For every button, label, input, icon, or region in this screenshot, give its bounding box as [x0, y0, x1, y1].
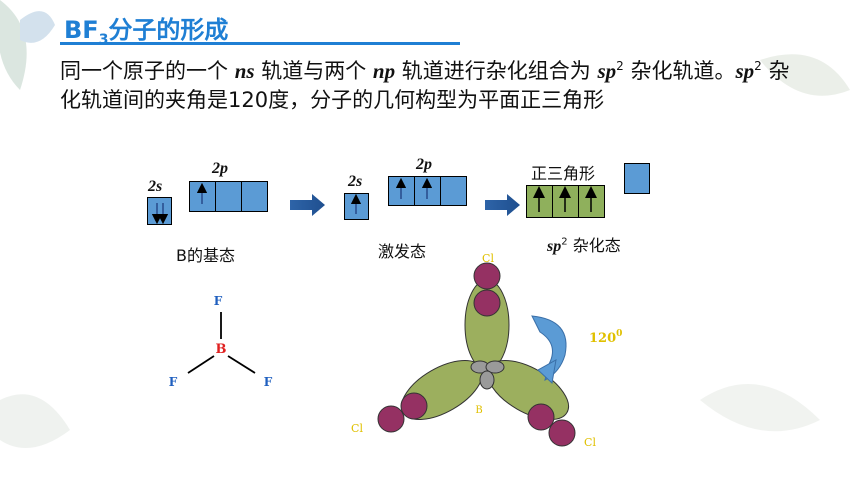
- description-paragraph: 同一个原子的一个 ns 轨道与两个 np 轨道进行杂化组合为 sp2 杂化轨道。…: [60, 52, 800, 115]
- transition-arrow-icon: [290, 194, 325, 216]
- hybrid-orbital-diagram: Cl Cl Cl B 1200: [351, 252, 622, 449]
- fluorine-atom-left: F: [169, 375, 178, 389]
- cl-label-top: Cl: [482, 252, 494, 265]
- text-segment: 同一个原子的一个: [60, 59, 235, 83]
- chlorine-atom-right: [548, 419, 576, 447]
- title-underline: [60, 42, 460, 45]
- excited-2p-label: 2p: [416, 156, 432, 173]
- superscript: 2: [754, 59, 762, 73]
- excited-2s-label: 2s: [348, 173, 363, 190]
- excited-state-caption: 激发态: [378, 242, 427, 261]
- excited-2p-orbital-3: [440, 176, 467, 206]
- hybrid-top-label: 正三角形: [531, 164, 596, 183]
- leaf-decoration-icon: [0, 0, 27, 90]
- text-segment: 轨道进行杂化组合为: [395, 59, 598, 83]
- leaf-decoration-icon: [700, 384, 820, 432]
- angle-label: 1200: [589, 329, 622, 346]
- chlorine-atom-right-inner: [527, 403, 555, 431]
- ground-2p-orbital-2: [215, 181, 242, 212]
- chlorine-atom-top-inner: [473, 289, 501, 317]
- unhybridized-p-orbital: [624, 163, 650, 194]
- hybrid-state-caption: sp2 杂化态: [547, 236, 621, 255]
- chlorine-atom-left-inner: [400, 392, 428, 420]
- np-term: np: [372, 59, 396, 83]
- small-lobe: [479, 370, 495, 390]
- leaf-decoration-icon: [0, 394, 70, 448]
- title-subscript: 3: [98, 32, 109, 48]
- fluorine-atom-right: F: [264, 375, 273, 389]
- electron-arrows: [151, 177, 433, 225]
- bf3-structure: B F F F: [169, 294, 273, 389]
- ground-2p-orbital-3: [241, 181, 268, 212]
- chlorine-atom-left: [377, 405, 405, 433]
- superscript: 2: [616, 59, 624, 73]
- text-segment: 杂化轨道。: [623, 59, 736, 83]
- text-segment: 杂化轨道间的夹角是120度，分子的几何构型为平面正三角形: [60, 59, 790, 112]
- hybrid-electron-arrows: [533, 186, 597, 212]
- sp-term: sp: [735, 59, 755, 83]
- rotation-arrowhead-icon: [537, 359, 557, 384]
- ns-term: ns: [234, 59, 255, 83]
- flower-decoration-icon: [20, 11, 55, 43]
- small-lobe: [485, 360, 505, 374]
- ground-2s-label: 2s: [148, 178, 163, 195]
- title-formula: BF: [64, 16, 99, 44]
- rotation-arrow-icon: [531, 315, 567, 381]
- leaf-decoration-icon: [760, 54, 850, 96]
- transition-arrow-icon: [485, 194, 520, 216]
- title-suffix: 分子的形成: [108, 16, 229, 44]
- boron-label: B: [475, 405, 482, 416]
- cl-label-left: Cl: [351, 422, 363, 435]
- boron-atom: B: [216, 342, 227, 357]
- chlorine-atom-top: [473, 262, 501, 290]
- ground-2p-label: 2p: [212, 160, 228, 177]
- sp-term: sp: [597, 59, 617, 83]
- fluorine-atom-top: F: [214, 294, 223, 308]
- ground-state-caption: B的基态: [176, 246, 235, 265]
- text-segment: 轨道与两个: [254, 59, 373, 83]
- cl-label-right: Cl: [584, 436, 596, 449]
